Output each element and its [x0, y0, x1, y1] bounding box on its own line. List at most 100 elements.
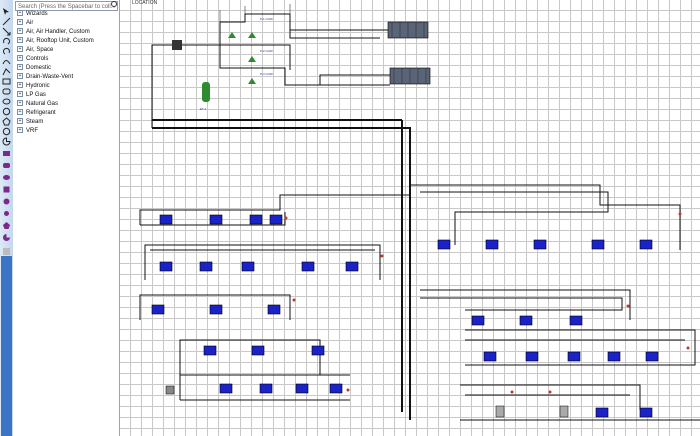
- ahu-unit[interactable]: [483, 351, 497, 362]
- expand-icon[interactable]: +: [17, 46, 23, 53]
- expand-icon[interactable]: +: [17, 100, 23, 107]
- ahu-unit[interactable]: [159, 261, 173, 272]
- ellipse-icon[interactable]: [2, 93, 11, 105]
- library-item-lp-gas[interactable]: +LP Gas: [17, 91, 46, 100]
- ahu-unit[interactable]: [269, 214, 283, 225]
- expansion-tank[interactable]: [202, 82, 210, 102]
- hatch-icon[interactable]: [2, 243, 11, 255]
- expand-icon[interactable]: +: [17, 28, 23, 35]
- ahu-unit[interactable]: [259, 383, 273, 394]
- ahu-unit[interactable]: [251, 345, 265, 356]
- ahu-unit[interactable]: [249, 214, 263, 225]
- expand-icon[interactable]: +: [17, 37, 23, 44]
- filled-rect-icon[interactable]: [2, 145, 11, 156]
- polyline-icon[interactable]: [2, 63, 11, 76]
- library-item-natural-gas[interactable]: +Natural Gas: [17, 100, 58, 109]
- toolbar-scrollbar[interactable]: [1, 256, 12, 436]
- library-item-controls[interactable]: +Controls: [17, 55, 48, 64]
- library-item-wizards[interactable]: +Wizards: [17, 10, 48, 19]
- library-item-air-space[interactable]: +Air, Space: [17, 46, 53, 55]
- ahu-unit[interactable]: [311, 345, 325, 356]
- tank-symbol[interactable]: [495, 405, 505, 418]
- filled-rounded-rect-icon[interactable]: [2, 157, 11, 168]
- ahu-unit[interactable]: [525, 351, 539, 362]
- ahu-unit[interactable]: [595, 407, 609, 418]
- filled-dot-icon[interactable]: [2, 205, 11, 216]
- polygon-icon[interactable]: [2, 113, 11, 126]
- arc-icon[interactable]: [2, 123, 11, 136]
- pie-icon[interactable]: [2, 133, 11, 146]
- ahu-unit[interactable]: [533, 239, 547, 250]
- ahu-unit[interactable]: [199, 261, 213, 272]
- library-item-hydronic[interactable]: +Hydronic: [17, 82, 50, 91]
- ahu-unit[interactable]: [301, 261, 315, 272]
- filled-pie-icon[interactable]: [2, 229, 11, 241]
- ahu-unit[interactable]: [345, 261, 359, 272]
- expand-icon[interactable]: +: [17, 127, 23, 134]
- ahu-unit[interactable]: [639, 239, 653, 250]
- expand-icon[interactable]: +: [17, 82, 23, 89]
- ahu-unit[interactable]: [569, 315, 583, 326]
- ahu-unit[interactable]: [639, 407, 653, 418]
- search-input[interactable]: Search (Press the Spacebar to coll...: [15, 1, 118, 11]
- expand-icon[interactable]: +: [17, 73, 23, 80]
- search-icon[interactable]: [111, 1, 117, 7]
- ahu-unit[interactable]: [329, 383, 343, 394]
- circle-icon[interactable]: [2, 103, 11, 116]
- library-item-air[interactable]: +Air: [17, 19, 33, 28]
- tank-symbol[interactable]: [559, 405, 569, 418]
- filled-polygon-icon[interactable]: [2, 217, 11, 229]
- pump-symbol[interactable]: [165, 385, 175, 395]
- library-item-rooftop-unit-custom[interactable]: +Air, Rooftop Unit, Custom: [17, 37, 94, 46]
- library-item-label: Steam: [26, 119, 44, 125]
- expand-icon[interactable]: +: [17, 55, 23, 62]
- svg-text:P-2 CHW: P-2 CHW: [260, 49, 273, 53]
- library-item-vrf[interactable]: +VRF: [17, 127, 38, 136]
- rectangle-icon[interactable]: [2, 73, 11, 85]
- expand-icon[interactable]: +: [17, 19, 23, 26]
- ahu-unit[interactable]: [241, 261, 255, 272]
- svg-text:P-1 CHW: P-1 CHW: [260, 17, 273, 21]
- library-item-label: Domestic: [26, 65, 52, 71]
- ahu-unit[interactable]: [567, 351, 581, 362]
- library-item-drain-waste-vent[interactable]: +Drain-Waste-Vent: [17, 73, 73, 82]
- ahu-unit[interactable]: [203, 345, 217, 356]
- curve-icon[interactable]: [2, 53, 11, 65]
- arrow-line-icon[interactable]: [2, 23, 11, 36]
- expand-icon[interactable]: +: [17, 118, 23, 125]
- expand-icon[interactable]: +: [17, 64, 23, 71]
- ahu-unit[interactable]: [437, 239, 451, 250]
- redo-icon[interactable]: [2, 43, 11, 55]
- svg-text:P-3 CHW: P-3 CHW: [260, 72, 273, 76]
- ahu-unit[interactable]: [485, 239, 499, 250]
- library-item-air-handler-custom[interactable]: +Air, Air Handler, Custom: [17, 28, 90, 37]
- expand-icon[interactable]: +: [17, 109, 23, 116]
- filled-square-icon[interactable]: [2, 181, 11, 193]
- ahu-unit[interactable]: [645, 351, 659, 362]
- library-item-refrigerant[interactable]: +Refrigerant: [17, 109, 56, 118]
- piping-schematic: P-1 CHW P-2 CHW P-3 CHW ET-1: [139, 4, 700, 421]
- ahu-unit[interactable]: [607, 351, 621, 362]
- filled-ellipse-icon[interactable]: [2, 169, 11, 180]
- rotate-icon[interactable]: [2, 33, 11, 45]
- ahu-unit[interactable]: [267, 304, 281, 315]
- line-tool-icon[interactable]: [2, 13, 11, 26]
- ahu-unit[interactable]: [159, 214, 173, 225]
- drawing-canvas[interactable]: LOCATION P-1 CHW P-2 CHW P-3 CHW ET-1: [120, 0, 700, 436]
- ahu-unit[interactable]: [209, 214, 223, 225]
- ahu-unit[interactable]: [209, 304, 223, 315]
- select-arrow-icon[interactable]: [2, 3, 11, 15]
- filled-circle-icon[interactable]: [2, 193, 11, 205]
- ahu-unit[interactable]: [151, 304, 165, 315]
- pump-symbol[interactable]: [172, 40, 182, 50]
- expand-icon[interactable]: +: [17, 10, 23, 17]
- ahu-unit[interactable]: [219, 383, 233, 394]
- ahu-unit[interactable]: [591, 239, 605, 250]
- library-item-steam[interactable]: +Steam: [17, 118, 43, 127]
- ahu-unit[interactable]: [471, 315, 485, 326]
- ahu-unit[interactable]: [519, 315, 533, 326]
- ahu-unit[interactable]: [295, 383, 309, 394]
- library-item-domestic[interactable]: +Domestic: [17, 64, 51, 73]
- rounded-rect-icon[interactable]: [2, 83, 11, 95]
- expand-icon[interactable]: +: [17, 91, 23, 98]
